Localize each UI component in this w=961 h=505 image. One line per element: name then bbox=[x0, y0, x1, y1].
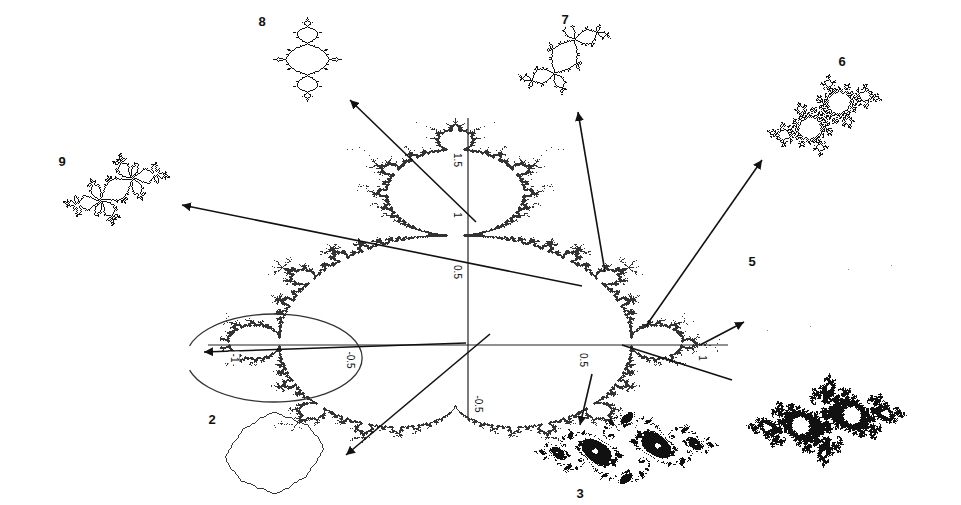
leader-arrow bbox=[350, 100, 476, 222]
callout-number: 6 bbox=[836, 55, 847, 69]
julia-circle bbox=[190, 314, 363, 402]
leader-arrow bbox=[182, 205, 582, 286]
fractal-group bbox=[63, 17, 907, 494]
callout-number: 2 bbox=[206, 413, 217, 427]
julia-set bbox=[767, 265, 892, 331]
julia-set bbox=[225, 412, 324, 494]
leader-lines bbox=[182, 100, 762, 455]
mandelbrot-set bbox=[220, 118, 720, 443]
axis-tick-label: 1.5 bbox=[452, 151, 463, 169]
callout-number: 3 bbox=[574, 487, 585, 501]
leader-arrow bbox=[204, 343, 466, 352]
axis-tick-label: -0.5 bbox=[345, 349, 356, 370]
leader-arrow bbox=[700, 322, 744, 345]
callout-number: 8 bbox=[256, 15, 267, 29]
axis-tick-label: -1 bbox=[229, 352, 240, 365]
leader-arrow bbox=[578, 112, 605, 272]
julia-set bbox=[746, 373, 907, 468]
imag-axis bbox=[467, 118, 468, 420]
axis-tick-label: 0.5 bbox=[578, 351, 589, 369]
leader-arrow bbox=[580, 374, 592, 425]
axis-tick-label: 1 bbox=[452, 210, 463, 220]
callout-number: 5 bbox=[746, 255, 757, 269]
leader-arrow bbox=[346, 334, 490, 455]
callout-number: 7 bbox=[559, 13, 570, 27]
callout-number: 9 bbox=[56, 155, 67, 169]
leader-arrow bbox=[646, 160, 762, 326]
axis-tick-label: 1 bbox=[697, 353, 708, 363]
axis-tick-label: -0.5 bbox=[473, 393, 484, 414]
julia-set bbox=[518, 18, 611, 95]
axis-tick-label: 0.5 bbox=[452, 263, 463, 281]
leader-arrow bbox=[622, 345, 732, 380]
julia-set bbox=[273, 17, 342, 102]
julia-set bbox=[534, 412, 719, 484]
julia-set bbox=[63, 153, 170, 226]
julia-set bbox=[767, 74, 882, 157]
